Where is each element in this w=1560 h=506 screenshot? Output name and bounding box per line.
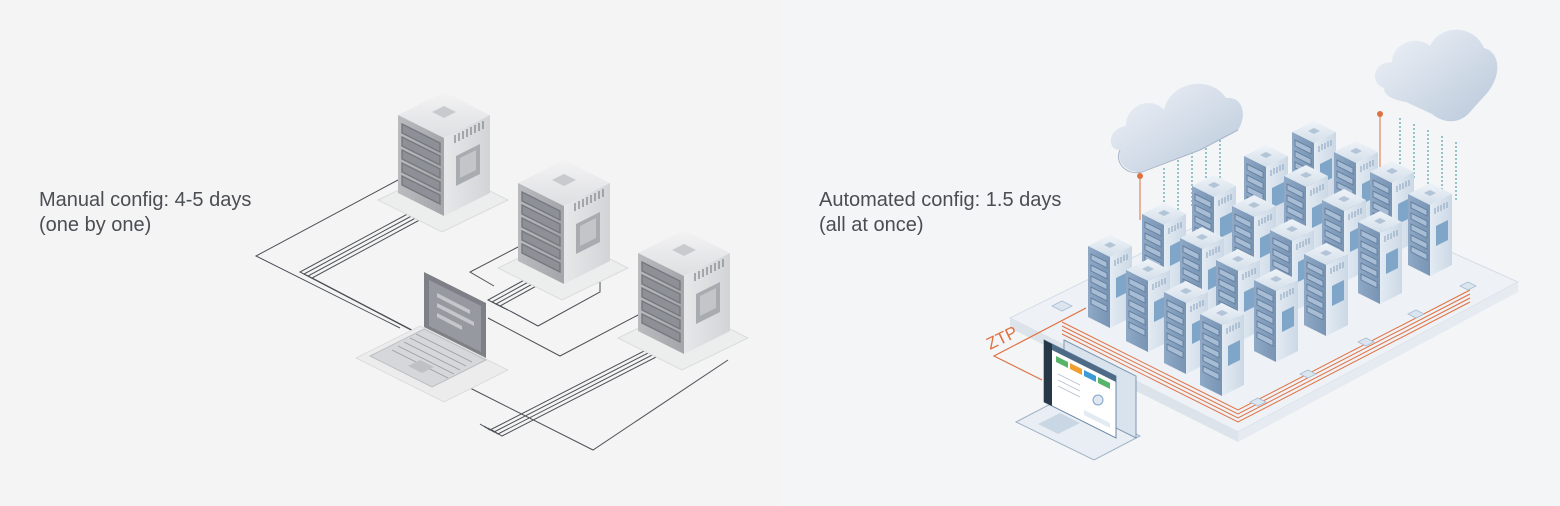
server-icon (1303, 242, 1349, 337)
server-icon (1253, 268, 1299, 363)
server-icon (1407, 182, 1453, 277)
laptop-icon (354, 272, 510, 403)
server-icon (616, 230, 750, 371)
network-switches (1051, 281, 1477, 407)
dashboard-monitor-icon (1014, 339, 1142, 461)
automated-config-mode: (all at once) (819, 214, 924, 236)
server-icon (496, 160, 630, 301)
server-icon (1087, 234, 1133, 329)
manual-config-duration: Manual config: 4-5 days (39, 189, 252, 211)
server-icon (376, 92, 510, 233)
manual-config-mode: (one by one) (39, 214, 152, 236)
manual-config-caption: Manual config: 4-5 days (one by one) (39, 188, 251, 238)
manual-config-illustration (254, 92, 750, 451)
manual-config-panel: Manual config: 4-5 days (one by one) (0, 0, 780, 506)
automated-config-caption: Automated config: 1.5 days (all at once) (819, 188, 1061, 238)
server-icon (1199, 302, 1245, 397)
uplink-node-icon (1137, 173, 1143, 179)
server-icon (1125, 258, 1171, 353)
uplink-node-icon (1377, 111, 1383, 117)
automated-config-panel: Automated config: 1.5 days (all at once) (780, 0, 1560, 506)
cloud-icon (1374, 29, 1498, 122)
ztp-link (992, 307, 1087, 381)
network-cables (254, 179, 729, 451)
automated-config-illustration: ZTP (983, 29, 1520, 461)
server-icon (1357, 210, 1403, 305)
automated-config-duration: Automated config: 1.5 days (819, 189, 1062, 211)
cloud-icon (1110, 83, 1243, 174)
